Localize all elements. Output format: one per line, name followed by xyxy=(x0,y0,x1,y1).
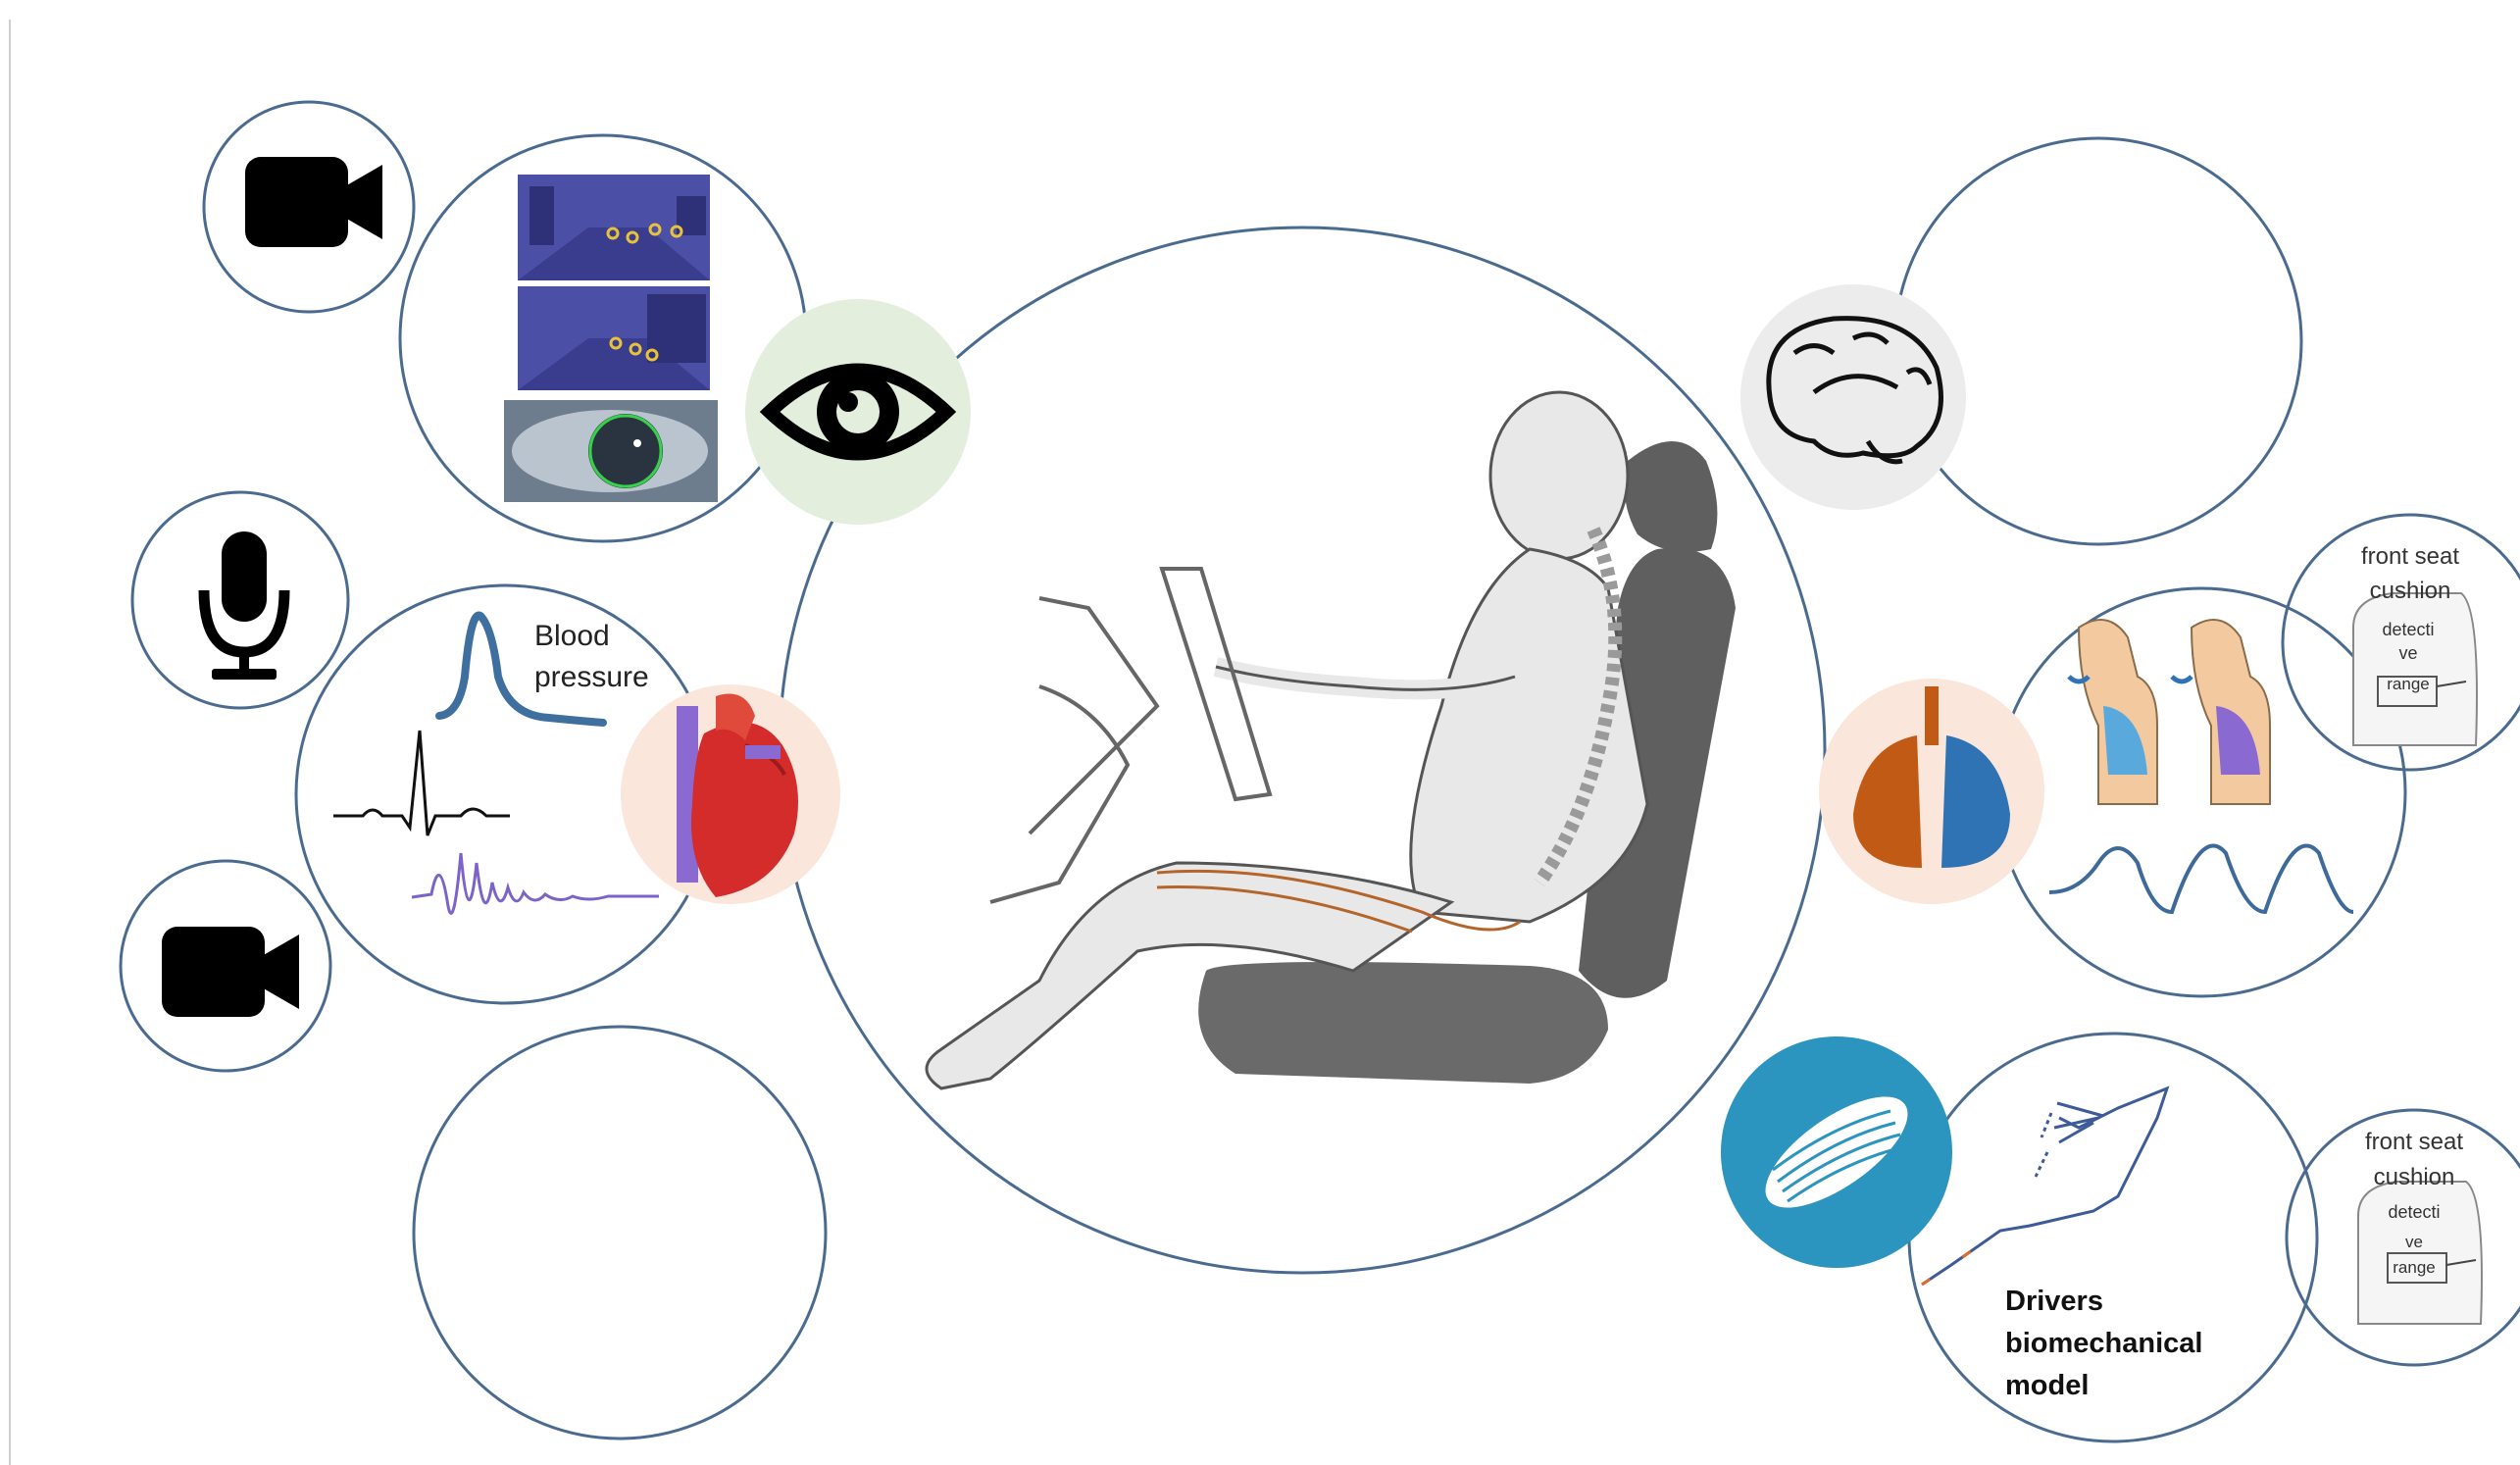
driver-spine xyxy=(1534,527,1623,887)
driver-muscles xyxy=(1156,869,1521,934)
road-camera-frame-2 xyxy=(518,286,710,390)
seat-bottom-label-line1: front seat xyxy=(2365,1129,2463,1155)
biomech-ring xyxy=(1907,1032,2319,1443)
seat-top-label-line2: cushion xyxy=(2370,578,2451,604)
muscle-icon xyxy=(1765,1096,1908,1208)
camera-bottom-ring xyxy=(119,859,332,1073)
seat-sensor-top: front seat cushion detecti ve range xyxy=(2352,543,2478,746)
seat-top-label-line5: range xyxy=(2387,675,2429,693)
seat-bottom-label-line2: cushion xyxy=(2374,1164,2455,1190)
pupil-tracking-frame xyxy=(504,400,718,502)
model-label-line1: Drivers xyxy=(2005,1286,2103,1317)
pressure-label: pressure xyxy=(534,661,649,693)
camera-top-ring xyxy=(202,100,416,314)
seat-bottom-label-line5: range xyxy=(2393,1258,2435,1277)
seat-sensor-bottom: front seat cushion detecti ve range xyxy=(2357,1129,2483,1325)
blood-pressure-curve xyxy=(435,611,607,727)
seat-sensor-bottom-ring xyxy=(2285,1108,2520,1367)
respiration-torso-figures xyxy=(2067,619,2271,805)
eye-icon xyxy=(759,363,957,461)
seat-top-label-line1: front seat xyxy=(2361,543,2459,570)
heart-icon xyxy=(677,693,798,897)
video-camera-icon xyxy=(245,157,382,247)
model-label-line3: model xyxy=(2005,1370,2089,1401)
steering-wheel xyxy=(989,567,1273,904)
lungs-icon xyxy=(1853,686,2010,868)
ring-group xyxy=(119,100,2520,1443)
seat-top-label-line4: ve xyxy=(2398,643,2417,663)
seat-sensor-top-ring xyxy=(2281,513,2520,772)
seat-bottom-label-line3: detecti xyxy=(2388,1202,2440,1222)
breathing-waveform xyxy=(2048,843,2354,915)
empty-left-ring xyxy=(412,1025,828,1440)
seat-bottom-label-line4: ve xyxy=(2405,1233,2423,1251)
model-label-line2: biomechanical xyxy=(2005,1328,2202,1359)
brain-icon-disc xyxy=(1740,284,1966,510)
blood-label: Blood xyxy=(534,620,610,652)
eye-icon-disc xyxy=(745,299,971,525)
emg-waveform xyxy=(411,852,659,915)
ecg-curve xyxy=(333,730,510,836)
mic-ring xyxy=(130,490,350,710)
brain-icon xyxy=(1766,316,1943,465)
seat-top-label-line3: detecti xyxy=(2382,620,2434,639)
road-camera-frame-1 xyxy=(518,175,710,280)
lungs-icon-disc xyxy=(1819,679,2044,904)
microphone-icon xyxy=(198,531,290,680)
empty-right-ring xyxy=(1893,136,2303,546)
heart-icon-disc xyxy=(621,684,840,904)
biomechanical-stick-figure xyxy=(1921,1086,2170,1287)
video-camera-icon xyxy=(162,927,299,1017)
muscle-icon-disc xyxy=(1721,1036,1952,1268)
